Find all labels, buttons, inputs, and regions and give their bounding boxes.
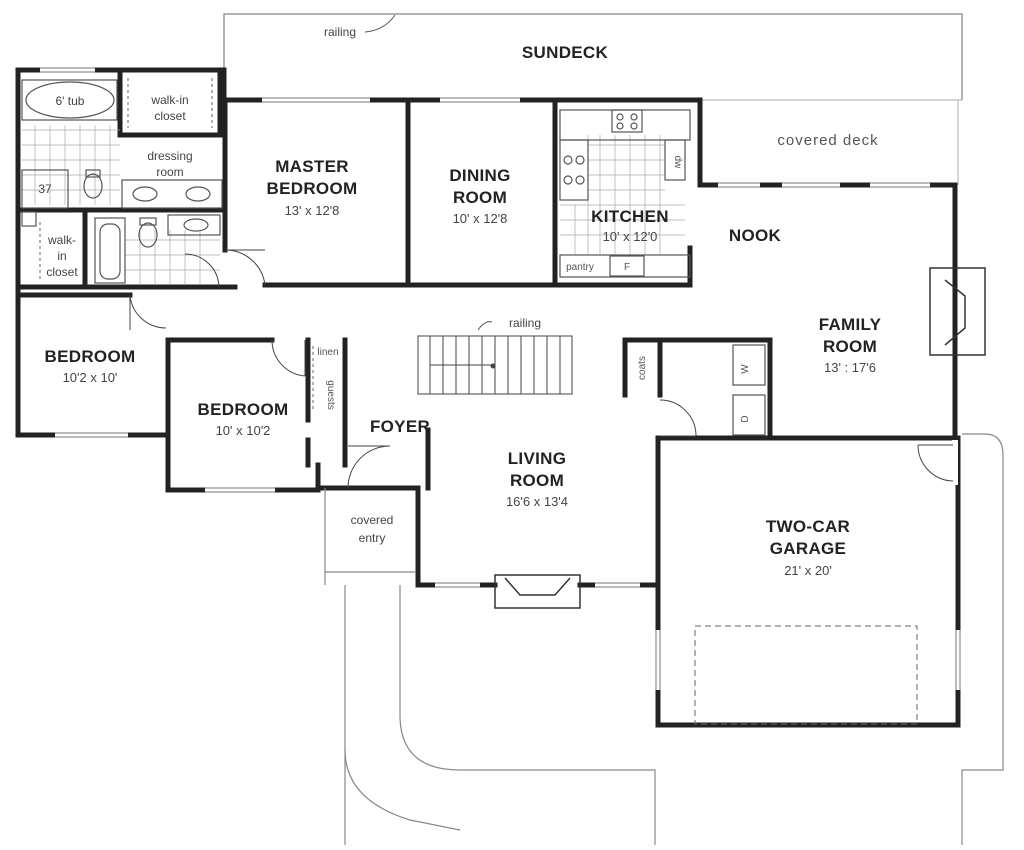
- railing-stair-label: railing: [509, 316, 541, 330]
- living-room-label-2: ROOM: [510, 471, 564, 490]
- guests-label: guests: [325, 380, 336, 409]
- master-bedroom-dims: 13' x 12'8: [285, 203, 340, 218]
- pantry-label: pantry: [566, 262, 594, 273]
- family-room-label-1: FAMILY: [819, 315, 882, 334]
- garage-label-2: GARAGE: [770, 539, 846, 558]
- garage-label-1: TWO-CAR: [766, 517, 850, 536]
- garage-dims: 21' x 20': [784, 563, 832, 578]
- door-swings: [129, 249, 954, 489]
- toilet-icon: [83, 173, 103, 199]
- laundry: [732, 344, 766, 436]
- kitchen-label: KITCHEN: [591, 207, 669, 226]
- walkin-closet-top-label-2: closet: [154, 109, 186, 123]
- living-room-dims: 16'6 x 13'4: [506, 494, 568, 509]
- driveway: [324, 433, 1004, 845]
- shower-label: 37: [38, 182, 52, 196]
- staircase: [417, 335, 573, 395]
- walkin-closet-top-label-1: walk-in: [150, 93, 188, 107]
- bath-fixtures: [21, 79, 223, 284]
- bedroom-left-label: BEDROOM: [45, 347, 136, 366]
- kitchen-fixtures: [559, 109, 691, 278]
- master-bedroom-label-2: BEDROOM: [267, 179, 358, 198]
- fridge-label: F: [624, 262, 630, 273]
- tub-label: 6' tub: [56, 94, 85, 108]
- family-room-label-2: ROOM: [823, 337, 877, 356]
- nook-label: NOOK: [729, 226, 782, 245]
- tub-icon: [25, 81, 115, 119]
- washer-label: W: [740, 364, 751, 374]
- covered-deck-label: covered deck: [777, 132, 878, 149]
- family-room-dims: 13' : 17'6: [824, 360, 876, 375]
- bedroom-center-dims: 10' x 10'2: [216, 423, 271, 438]
- closet-rods: [39, 78, 314, 412]
- dryer-label: D: [740, 415, 751, 422]
- fireplaces: [494, 267, 986, 609]
- linen-label: linen: [317, 347, 338, 358]
- windows: [40, 67, 961, 690]
- master-bedroom-label-1: MASTER: [275, 157, 349, 176]
- dining-room-label-1: DINING: [449, 166, 510, 185]
- dining-room-label-2: ROOM: [453, 188, 507, 207]
- bedroom-center-label: BEDROOM: [198, 400, 289, 419]
- railing-arrow: [364, 14, 493, 331]
- foyer-label: FOYER: [370, 417, 430, 436]
- railing-top-label: railing: [324, 25, 356, 39]
- covered-deck-outline: [700, 99, 962, 185]
- sundeck-outline: [223, 13, 963, 100]
- bath-tile-grid: [22, 125, 220, 285]
- living-room-label-1: LIVING: [508, 449, 566, 468]
- coats-label: coats: [637, 356, 648, 380]
- walkin-closet-side-label-2: in: [57, 249, 66, 263]
- kitchen-dims: 10' x 12'0: [603, 229, 658, 244]
- dressing-room-label-1: dressing: [147, 149, 192, 163]
- dishwasher-label: dw: [672, 156, 683, 170]
- kitchen-tile-grid: [560, 135, 685, 255]
- window-lines: [40, 67, 961, 690]
- dressing-room-label-2: room: [156, 165, 183, 179]
- garage-door: [694, 625, 918, 725]
- walkin-closet-side-label-1: walk-: [47, 233, 76, 247]
- walkin-closet-side-label-3: closet: [46, 265, 78, 279]
- covered-entry-label-2: entry: [359, 531, 386, 545]
- covered-entry-label-1: covered: [351, 513, 394, 527]
- sundeck-label: SUNDECK: [522, 43, 609, 62]
- dining-room-dims: 10' x 12'8: [453, 211, 508, 226]
- bedroom-left-dims: 10'2 x 10': [63, 370, 118, 385]
